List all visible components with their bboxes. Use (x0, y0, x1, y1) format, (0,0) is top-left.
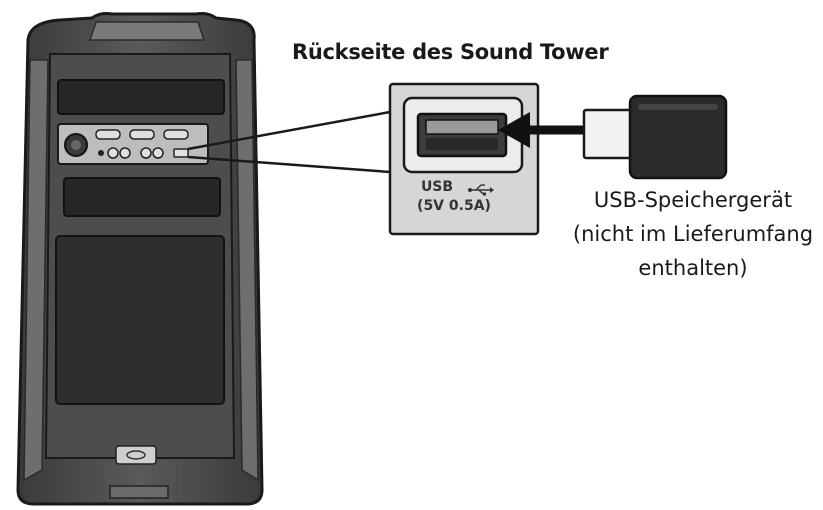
usb-device-label: USB-Speichergerät (nicht im Lieferumfang… (563, 183, 823, 285)
insert-arrow (498, 112, 584, 148)
sound-tower (16, 12, 264, 506)
tower-jack (107, 147, 119, 159)
tower-button (95, 129, 121, 140)
usb-port-tongue (425, 119, 499, 135)
diagram-title: Rückseite des Sound Tower (292, 40, 609, 64)
tower-foot (109, 485, 169, 499)
tower-jack (98, 150, 104, 156)
tower-right-panel (235, 59, 259, 482)
usb-port-spec: (5V 0.5A) (417, 198, 491, 214)
zoom-callout-lines (187, 110, 391, 174)
tower-jack (119, 147, 131, 159)
usb-device-note-line2: enthalten) (638, 256, 748, 280)
tower-jack (140, 147, 152, 159)
usb-port-name: USB (420, 179, 454, 195)
usb-device-note-line1: (nicht im Lieferumfang (572, 222, 814, 246)
tower-speaker-grille (55, 235, 225, 405)
usb-stick-body (628, 94, 728, 180)
tower-middle-window (63, 177, 221, 217)
tower-usb-port (173, 148, 189, 158)
tower-button (163, 129, 189, 140)
tower-left-panel (23, 59, 49, 482)
tower-jack (152, 147, 164, 159)
usb-memory-device (582, 94, 728, 180)
tower-button (129, 129, 155, 140)
tower-handle (88, 21, 206, 41)
usb-device-name: USB-Speichergerät (593, 188, 793, 212)
usb-port-label: USB (5V 0.5A) (400, 178, 508, 216)
tower-top-window (57, 79, 225, 115)
usb-symbol-icon (468, 184, 494, 196)
usb-stick-connector (582, 108, 634, 160)
tower-logo-plate (115, 445, 157, 465)
usb-port-callout (388, 82, 540, 236)
